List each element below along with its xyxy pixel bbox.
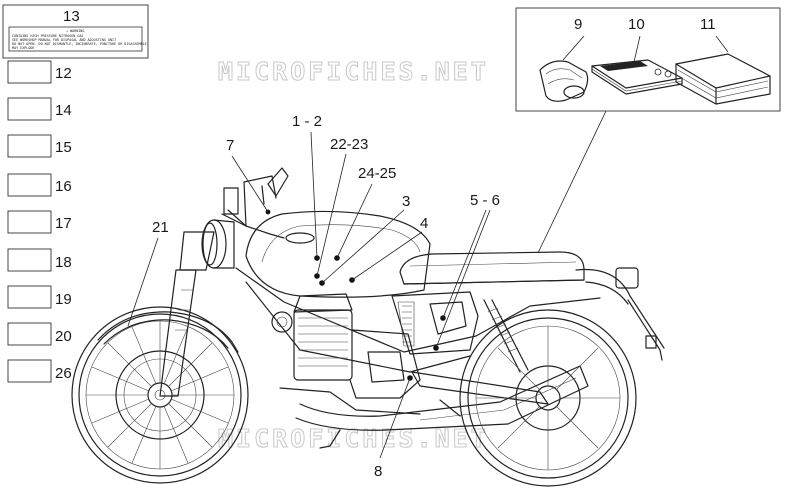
seat bbox=[399, 251, 585, 285]
kit-item-11-number: 11 bbox=[700, 16, 716, 33]
watermark-bottom: MICROFICHES.NET bbox=[218, 424, 489, 453]
owners-manual-icon bbox=[591, 35, 683, 95]
warning-line-2: SEE WORKSHOP MANUAL FOR DISPOSAL AND ADJ… bbox=[12, 38, 116, 42]
decal-number: 12 bbox=[55, 65, 72, 82]
callout-4: 4 bbox=[420, 215, 428, 232]
exhaust bbox=[295, 365, 589, 431]
watermark-top: MICROFICHES.NET bbox=[218, 57, 489, 86]
callout-21: 21 bbox=[152, 219, 169, 236]
decal-number: 15 bbox=[55, 139, 72, 156]
callout-22-23: 22-23 bbox=[330, 136, 368, 153]
kit-item-9-number: 9 bbox=[574, 16, 582, 33]
motorcycle-illustration bbox=[71, 167, 665, 487]
leader-lines bbox=[127, 131, 491, 459]
callout-5-6: 5 - 6 bbox=[470, 192, 500, 209]
engine bbox=[271, 293, 421, 415]
front-wheel bbox=[71, 306, 249, 484]
swingarm bbox=[411, 371, 549, 405]
side-panel bbox=[391, 291, 479, 355]
front-fender bbox=[97, 311, 239, 353]
decal-box-26: 26 bbox=[7, 359, 72, 383]
decal-box-15: 15 bbox=[7, 134, 72, 158]
warning-line-4: MAY EXPLODE bbox=[12, 46, 34, 50]
label-13-number: 13 bbox=[63, 8, 80, 25]
warning-header: ⚠ WARNING bbox=[66, 29, 84, 33]
rear-shock bbox=[483, 299, 529, 373]
warning-line-1: CONTAINS HIGH PRESSURE NITROGEN GAS bbox=[12, 34, 83, 38]
warning-label: 13 ⚠ WARNING CONTAINS HIGH PRESSURE NITR… bbox=[2, 4, 149, 59]
footrest bbox=[319, 399, 461, 449]
fuel-tank bbox=[245, 210, 431, 298]
rear-fender bbox=[575, 267, 665, 361]
decal-number: 18 bbox=[55, 254, 72, 271]
decal-number: 20 bbox=[55, 328, 72, 345]
callout-24-25: 24-25 bbox=[358, 165, 396, 182]
decal-number: 14 bbox=[55, 102, 72, 119]
kit-leader-line bbox=[537, 110, 607, 254]
decal-box-19: 19 bbox=[7, 285, 72, 309]
decal-number: 19 bbox=[55, 291, 72, 308]
kit-item-10-number: 10 bbox=[628, 16, 645, 33]
headlight bbox=[201, 219, 235, 269]
callout-1-2: 1 - 2 bbox=[292, 113, 322, 130]
document-pouch-icon bbox=[539, 35, 589, 102]
decal-number: 17 bbox=[55, 215, 72, 232]
book-icon bbox=[675, 35, 771, 105]
decal-box-12: 12 bbox=[7, 60, 72, 84]
kit-inset: 9 10 11 bbox=[515, 7, 781, 112]
decal-number: 16 bbox=[55, 178, 72, 195]
warning-line-3: DO NOT OPEN. DO NOT DISMANTLE, INCINERAT… bbox=[12, 42, 147, 46]
decal-box-18: 18 bbox=[7, 248, 72, 272]
decal-box-20: 20 bbox=[7, 322, 72, 346]
decal-box-16: 16 bbox=[7, 173, 72, 197]
callout-8: 8 bbox=[374, 463, 382, 480]
rear-wheel bbox=[459, 309, 637, 487]
callout-7: 7 bbox=[226, 137, 234, 154]
decal-number: 26 bbox=[55, 365, 72, 382]
decal-box-14: 14 bbox=[7, 97, 72, 121]
frame bbox=[235, 267, 601, 353]
decal-box-17: 17 bbox=[7, 210, 72, 234]
handlebar bbox=[221, 167, 289, 239]
callout-3: 3 bbox=[402, 193, 410, 210]
